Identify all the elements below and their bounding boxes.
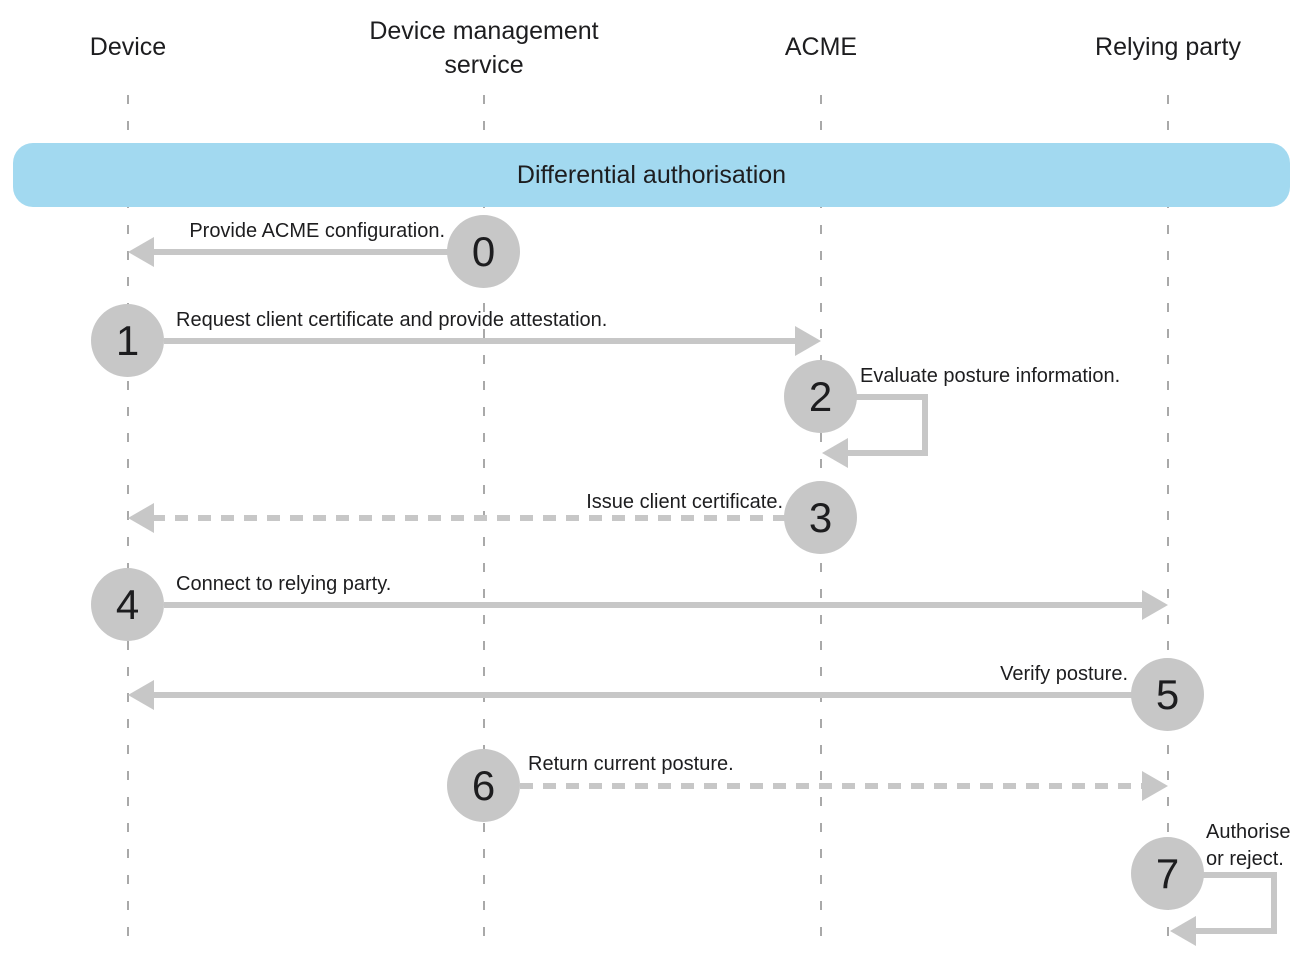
step-3-label: Issue client certificate. bbox=[586, 491, 783, 513]
step-5-label: Verify posture. bbox=[1000, 663, 1128, 685]
step-2-self-loop bbox=[836, 394, 928, 456]
actor-label-device: Device bbox=[89, 33, 167, 61]
step-1-label: Request client certificate and provide a… bbox=[176, 309, 608, 331]
step-0-number: 0 bbox=[471, 227, 496, 275]
step-6-circle: 6 bbox=[447, 749, 520, 822]
step-5-arrow-line bbox=[152, 692, 1132, 698]
actor-label-acme: ACME bbox=[784, 33, 858, 61]
step-0-label: Provide ACME configuration. bbox=[189, 220, 445, 242]
step-7-number: 7 bbox=[1155, 849, 1180, 897]
step-2-number: 2 bbox=[808, 372, 833, 420]
step-4-label: Connect to relying party. bbox=[176, 573, 392, 595]
lifeline-relying-party bbox=[1167, 95, 1169, 948]
step-7-arrowhead-left-icon bbox=[1170, 916, 1196, 946]
step-1-arrowhead-right-icon bbox=[795, 326, 821, 356]
step-0-arrowhead-left-icon bbox=[128, 237, 154, 267]
step-0-arrow-line bbox=[152, 249, 448, 255]
step-7-self-loop bbox=[1192, 872, 1277, 934]
step-2-circle: 2 bbox=[784, 360, 857, 433]
step-1-circle: 1 bbox=[91, 304, 164, 377]
step-6-arrow-line-dashed bbox=[520, 783, 1142, 789]
step-6-arrowhead-right-icon bbox=[1142, 771, 1168, 801]
step-3-arrowhead-left-icon bbox=[128, 503, 154, 533]
step-1-arrow-line bbox=[164, 338, 798, 344]
step-4-arrowhead-right-icon bbox=[1142, 590, 1168, 620]
actor-label-device-management-service: Device management service bbox=[369, 17, 599, 79]
step-2-label: Evaluate posture information. bbox=[860, 365, 1121, 387]
step-5-number: 5 bbox=[1155, 670, 1180, 718]
step-7-circle: 7 bbox=[1131, 837, 1204, 910]
step-4-number: 4 bbox=[115, 580, 140, 628]
actor-label-relying-party: Relying party bbox=[1095, 33, 1241, 61]
step-0-circle: 0 bbox=[447, 215, 520, 288]
step-3-circle: 3 bbox=[784, 481, 857, 554]
phase-banner-title: Differential authorisation bbox=[516, 160, 787, 189]
step-1-number: 1 bbox=[115, 316, 140, 364]
step-7-label: Authorise or reject. bbox=[1206, 821, 1291, 870]
phase-banner: Differential authorisation bbox=[13, 143, 1290, 207]
step-6-label: Return current posture. bbox=[528, 753, 734, 775]
step-3-arrow-line-dashed bbox=[152, 515, 785, 521]
step-2-arrowhead-left-icon bbox=[822, 438, 848, 468]
step-5-circle: 5 bbox=[1131, 658, 1204, 731]
step-5-arrowhead-left-icon bbox=[128, 680, 154, 710]
step-6-number: 6 bbox=[471, 761, 496, 809]
step-3-number: 3 bbox=[808, 493, 833, 541]
lifeline-device-management-service bbox=[483, 95, 485, 948]
step-4-circle: 4 bbox=[91, 568, 164, 641]
step-4-arrow-line bbox=[164, 602, 1144, 608]
